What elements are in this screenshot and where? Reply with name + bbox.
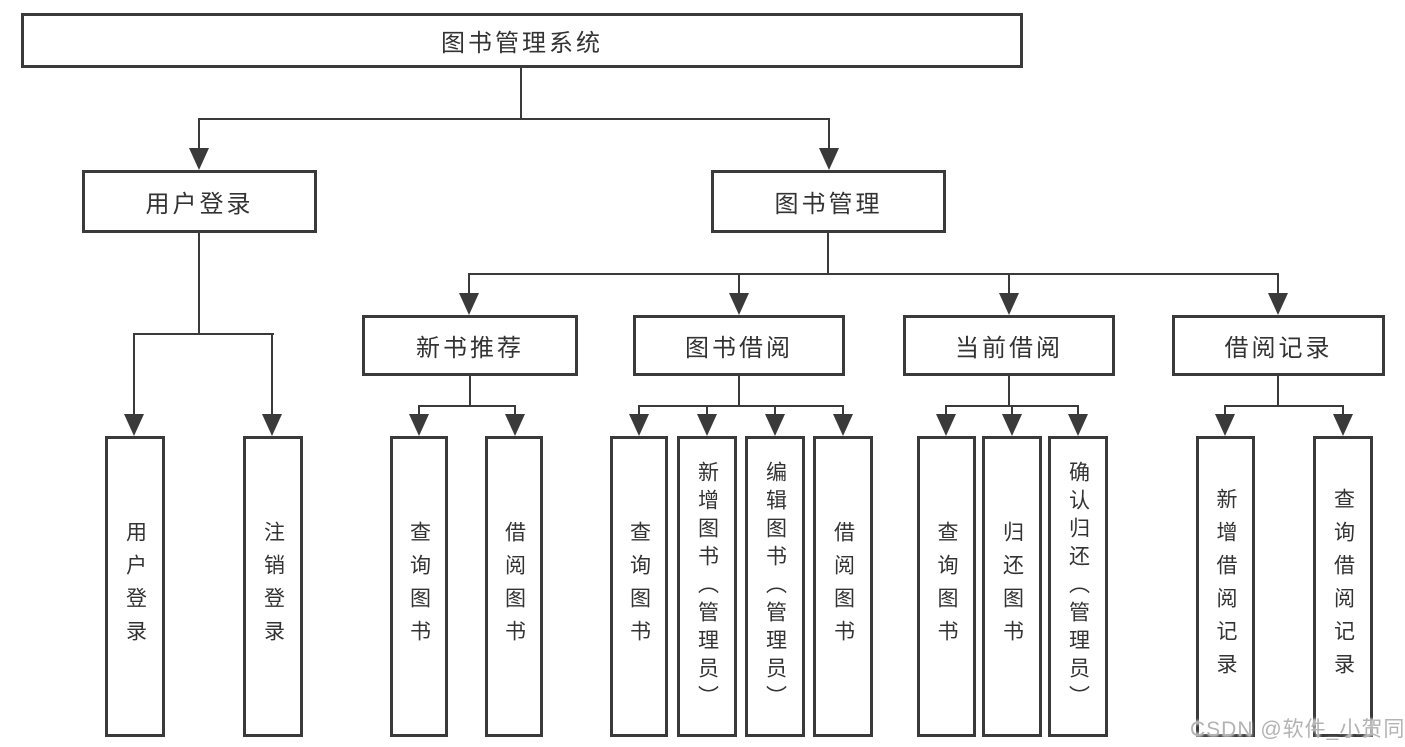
arrow-down: [1068, 414, 1088, 436]
connector-stub: [738, 273, 740, 295]
node-label: 归还图书: [1000, 520, 1024, 653]
node-label: 图书管理: [774, 191, 883, 218]
csdn-watermark: CSDN @软件_小贺同学: [1190, 718, 1405, 741]
connector-stub: [638, 405, 640, 416]
connector-stub: [468, 273, 470, 295]
node-new-book-recommend: 新书推荐: [362, 315, 578, 376]
leaf-add-borrow-record: 新增借阅记录: [1196, 436, 1255, 737]
node-current-borrowing: 当前借阅: [903, 315, 1115, 376]
connector-stub: [1011, 405, 1013, 416]
node-label: 新增图书（管理员）: [695, 460, 719, 713]
connector-stub: [418, 405, 420, 416]
connector-stub: [1342, 405, 1344, 416]
connector-root-stem: [520, 68, 522, 120]
arrow-down: [1268, 293, 1288, 315]
node-label: 编辑图书（管理员）: [763, 460, 787, 713]
arrow-down: [409, 414, 429, 436]
node-borrowing-records: 借阅记录: [1172, 315, 1385, 376]
node-label: 当前借阅: [955, 335, 1063, 362]
arrow-down: [697, 414, 717, 436]
connector-stub: [774, 405, 776, 416]
leaf-query-books-borrowing: 查询图书: [610, 436, 668, 737]
node-label: 查询图书: [935, 520, 958, 653]
arrow-down: [819, 148, 839, 170]
node-label: 借阅图书: [502, 520, 526, 653]
node-label: 借阅图书: [831, 520, 855, 653]
node-book-borrowing: 图书借阅: [633, 315, 845, 376]
leaf-query-borrow-record: 查询借阅记录: [1313, 436, 1373, 737]
connector-stub: [514, 405, 516, 416]
connector-current-stem: [1008, 376, 1010, 407]
leaf-borrow-books-recommend: 借阅图书: [485, 436, 543, 737]
connector-stub: [828, 118, 830, 150]
arrow-down: [629, 414, 649, 436]
connector-records-splitter: [1224, 405, 1344, 407]
arrow-down: [765, 414, 785, 436]
connector-mgmt-stem: [827, 232, 829, 275]
arrow-down: [1002, 414, 1022, 436]
connector-stub: [198, 118, 200, 150]
connector-stub: [1224, 405, 1226, 416]
connector-records-stem: [1277, 376, 1279, 407]
connector-recommend-stem: [469, 376, 471, 407]
leaf-confirm-return-admin: 确认归还（管理员）: [1048, 436, 1108, 737]
leaf-edit-books-admin: 编辑图书（管理员）: [745, 436, 805, 737]
node-label: 新增借阅记录: [1214, 487, 1237, 686]
arrow-down: [1333, 414, 1353, 436]
node-label: 确认归还（管理员）: [1066, 460, 1090, 713]
node-label: 查询图书: [627, 520, 651, 653]
node-label: 图书借阅: [685, 335, 793, 362]
node-label: 用户登录: [123, 520, 147, 653]
node-label: 借阅记录: [1224, 335, 1333, 362]
node-library-management-system: 图书管理系统: [21, 13, 1023, 68]
connector-login-stem: [198, 232, 200, 335]
node-user-login-branch: 用户登录: [82, 170, 317, 233]
connector-stub: [1277, 273, 1279, 295]
connector-stub: [271, 333, 273, 414]
arrow-down: [833, 414, 853, 436]
arrow-down: [459, 293, 479, 315]
node-label: 查询借阅记录: [1331, 487, 1355, 686]
leaf-add-books-admin: 新增图书（管理员）: [677, 436, 737, 737]
leaf-query-books-current: 查询图书: [917, 436, 976, 737]
leaf-query-books-recommend: 查询图书: [390, 436, 448, 737]
connector-stub: [842, 405, 844, 416]
arrow-down: [505, 414, 525, 436]
node-label: 用户登录: [145, 191, 254, 218]
connector-stub: [706, 405, 708, 416]
connector-stub: [133, 333, 135, 414]
arrow-down: [262, 414, 282, 436]
leaf-borrow-books: 借阅图书: [813, 436, 873, 737]
connector-stub: [945, 405, 947, 416]
connector-login-splitter: [133, 333, 274, 335]
arrow-down: [189, 148, 209, 170]
leaf-logout: 注销登录: [243, 436, 303, 737]
arrow-down: [936, 414, 956, 436]
leaf-return-books: 归还图书: [982, 436, 1042, 737]
connector-stub: [1077, 405, 1079, 416]
connector-root-splitter: [198, 118, 830, 120]
node-label: 注销登录: [261, 520, 285, 653]
connector-stub: [1008, 273, 1010, 295]
node-label: 新书推荐: [416, 335, 524, 362]
connector-borrowing-stem: [738, 376, 740, 407]
node-label: 图书管理系统: [441, 30, 603, 57]
arrow-down: [729, 293, 749, 315]
connector-recommend-splitter: [418, 405, 516, 407]
arrow-down: [1215, 414, 1235, 436]
arrow-down: [124, 414, 144, 436]
leaf-user-login: 用户登录: [105, 436, 165, 737]
connector-borrowing-splitter: [638, 405, 844, 407]
arrow-down: [999, 293, 1019, 315]
node-label: 查询图书: [407, 520, 431, 653]
connector-mgmt-splitter: [468, 273, 1279, 275]
node-book-management-branch: 图书管理: [711, 170, 946, 233]
